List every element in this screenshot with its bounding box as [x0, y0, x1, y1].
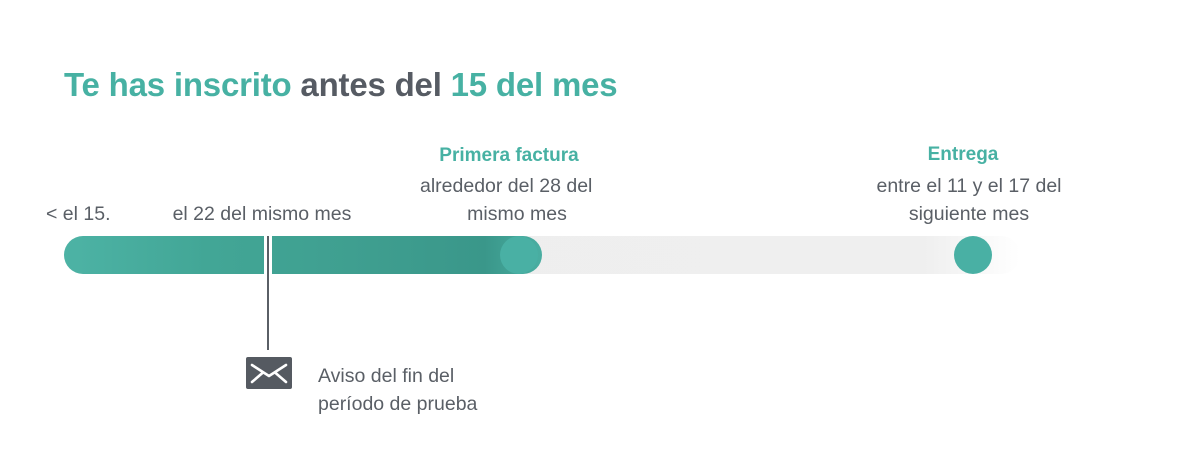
- title-middle: antes del: [291, 66, 451, 103]
- trial-end-notice-line2: período de prueba: [318, 393, 478, 415]
- envelope-icon: [246, 357, 292, 389]
- trial-end-notice-line1: Aviso del fin del: [318, 365, 455, 387]
- delivery-line1: entre el 11 y el 17 del: [876, 175, 1062, 197]
- first-invoice-line2: mismo mes: [467, 203, 567, 225]
- delivery-line2: siguiente mes: [908, 203, 1030, 225]
- delivery-heading: Entrega: [927, 144, 999, 165]
- title-highlight-end: 15 del mes: [450, 66, 618, 103]
- first-invoice-marker: [500, 236, 538, 274]
- timeline-progress: [64, 236, 542, 274]
- trial-end-connector: [267, 236, 269, 350]
- first-invoice-line1: alrededor del 28 del: [420, 175, 593, 197]
- title-highlight-start: Te has inscrito: [64, 66, 292, 103]
- delivery-marker: [954, 236, 992, 274]
- marker-label-22: el 22 del mismo mes: [172, 203, 352, 225]
- marker-label-start: < el 15.: [46, 203, 111, 225]
- page-title: Te has inscrito antes del 15 del mes: [64, 66, 618, 104]
- first-invoice-heading: Primera factura: [439, 145, 579, 166]
